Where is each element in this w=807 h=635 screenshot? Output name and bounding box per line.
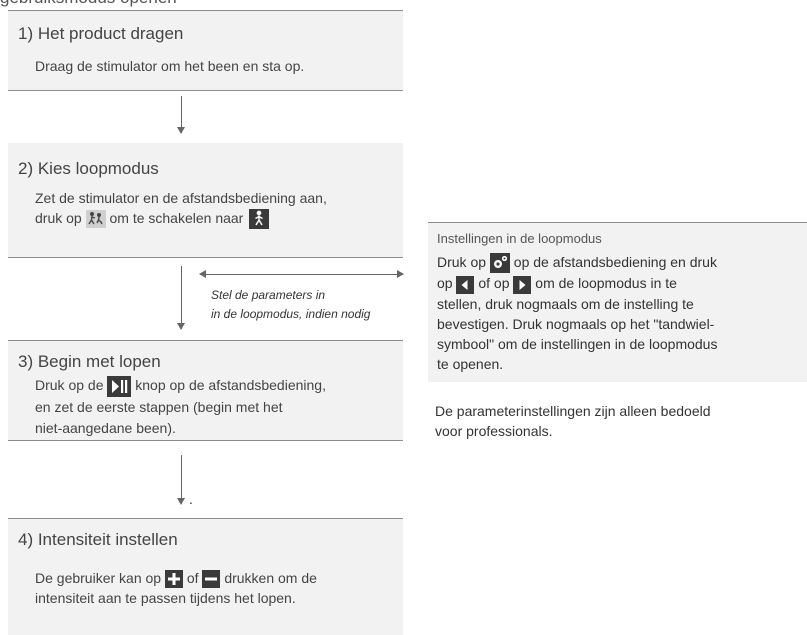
- settings-a: Druk op: [437, 254, 490, 270]
- step-2-title: 2) Kies loopmodus: [18, 159, 159, 178]
- step-1-body: Draag de stimulator om het been en sta o…: [35, 58, 305, 74]
- cut-off-heading: gebruiksmodus openen: [0, 0, 177, 8]
- divider: [8, 90, 403, 91]
- step-2-box: 2) Kies loopmodus Zet de stimulator en d…: [8, 143, 403, 257]
- step-3-body: Druk op de knop op de afstandsbediening,…: [35, 375, 399, 439]
- note-a: De parameterinstellingen zijn alleen bed…: [435, 403, 711, 419]
- right-arrow-icon: [513, 275, 532, 294]
- step-3-box: 3) Begin met lopen Druk op de knop op de…: [8, 340, 403, 440]
- flow-arrow: [177, 455, 185, 505]
- step-1-title: 1) Het product dragen: [18, 24, 184, 43]
- stray-dot: .: [189, 491, 193, 507]
- flow-arrow: [177, 266, 185, 330]
- step-2-line-2b: om te schakelen naar: [105, 210, 248, 226]
- step-3-title: 3) Begin met lopen: [18, 352, 161, 371]
- plus-icon: [164, 570, 183, 589]
- flow-note-line-1: Stel de parameters in: [211, 288, 326, 302]
- flow-note-line-2: in de loopmodus, indien nodig: [211, 307, 371, 321]
- settings-c: op: [437, 275, 457, 292]
- divider: [8, 257, 403, 258]
- flow-arrow: [177, 96, 185, 134]
- professional-note: De parameterinstellingen zijn alleen bed…: [435, 401, 755, 441]
- left-arrow-icon: [456, 275, 475, 294]
- minus-icon: [202, 570, 221, 589]
- step-3-b: knop op de afstandsbediening,: [131, 377, 326, 393]
- step-3-c: en zet de eerste stappen (begin met het: [35, 398, 283, 415]
- step-4-c: drukken om de: [220, 570, 317, 586]
- divider: [8, 440, 403, 441]
- step-3-d: niet-aangedane been).: [35, 419, 176, 436]
- settings-d: of op: [474, 275, 514, 292]
- step-4-body: De gebruiker kan op of drukken om de int…: [35, 568, 399, 608]
- settings-i: te openen.: [437, 355, 504, 372]
- settings-g: bevestigen. Druk nogmaals op het "tandwi…: [437, 315, 715, 332]
- settings-box: Instellingen in de loopmodus Druk op op …: [428, 222, 807, 382]
- step-2-line-2a: druk op: [35, 210, 86, 226]
- step-1-box: 1) Het product dragen Draag de stimulato…: [8, 10, 403, 90]
- settings-title: Instellingen in de loopmodus: [437, 231, 602, 246]
- gear-icon: [489, 253, 510, 274]
- walk-mode-icon: [85, 210, 106, 229]
- step-3-a: Druk op de: [35, 377, 108, 393]
- walk-person-icon: [249, 209, 270, 230]
- double-arrow: [199, 270, 404, 278]
- step-4-box: 4) Intensiteit instellen De gebruiker ka…: [8, 518, 403, 635]
- settings-f: stellen, druk nogmaals om de instelling …: [437, 295, 694, 312]
- settings-e: om de loopmodus in te: [531, 275, 677, 292]
- settings-b: op de afstandsbediening en druk: [509, 254, 717, 270]
- step-4-a: De gebruiker kan op: [35, 570, 165, 586]
- flow-note: Stel de parameters in in de loopmodus, i…: [211, 286, 370, 324]
- settings-h: symbool" om de instellingen in de loopmo…: [437, 335, 718, 352]
- step-2-line-1: Zet de stimulator en de afstandsbedienin…: [35, 190, 327, 206]
- step-4-b: of: [182, 570, 203, 586]
- step-2-body: Zet de stimulator en de afstandsbedienin…: [35, 188, 399, 230]
- note-b: voor professionals.: [435, 423, 553, 439]
- step-4-d: intensiteit aan te passen tijdens het lo…: [35, 590, 296, 607]
- step-4-title: 4) Intensiteit instellen: [18, 530, 178, 549]
- play-pause-icon: [107, 375, 132, 397]
- settings-body: Druk op op de afstandsbediening en druk …: [437, 252, 793, 374]
